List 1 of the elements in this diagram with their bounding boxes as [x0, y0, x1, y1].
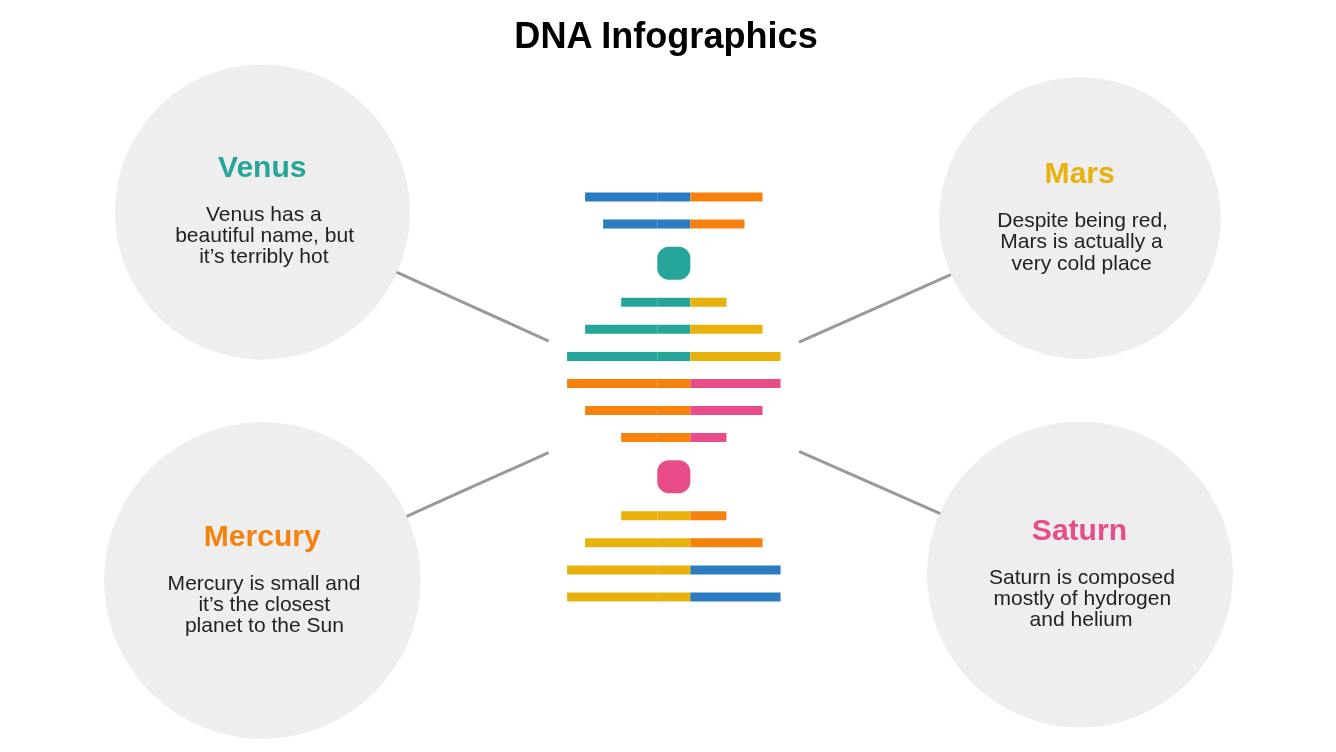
diagram-title: DNA Infographics: [513, 14, 818, 56]
